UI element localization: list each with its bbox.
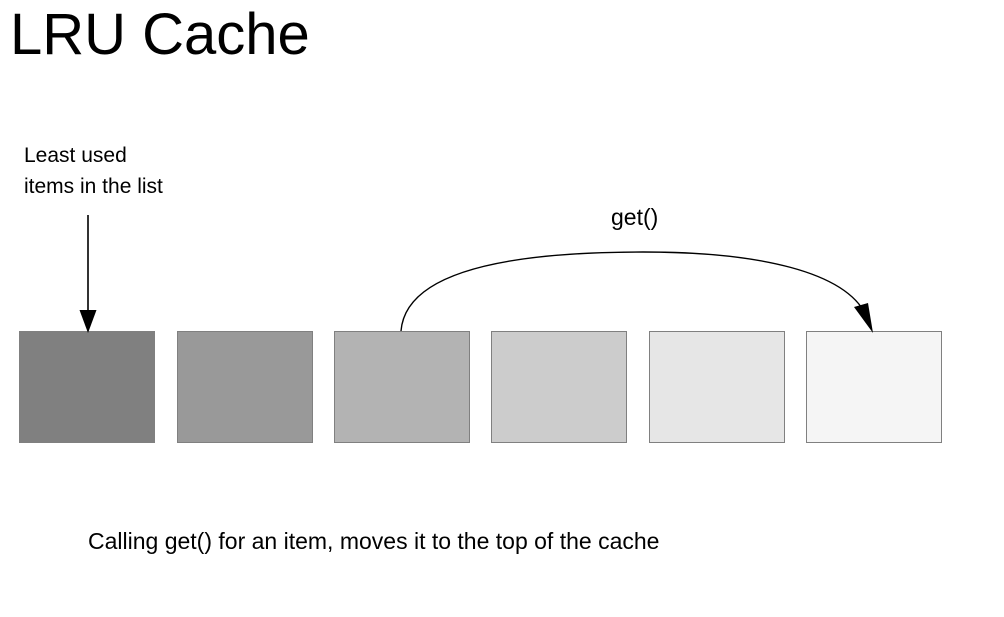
cache-box-6[interactable]: [806, 331, 942, 443]
cache-box-4[interactable]: [491, 331, 627, 443]
least-used-arrow: [79, 215, 97, 333]
least-used-annotation-line-1: Least used: [24, 144, 127, 167]
least-used-annotation: Least used items in the list: [24, 140, 163, 202]
cache-box-1[interactable]: [19, 331, 155, 443]
cache-box-3[interactable]: [334, 331, 470, 443]
diagram-caption: Calling get() for an item, moves it to t…: [88, 528, 660, 554]
page-title: LRU Cache: [10, 2, 310, 67]
cache-box-5[interactable]: [649, 331, 785, 443]
get-curved-arrow: [400, 251, 873, 333]
cache-box-2[interactable]: [177, 331, 313, 443]
least-used-annotation-line-2: items in the list: [24, 175, 163, 198]
get-call-label: get(): [611, 204, 659, 230]
